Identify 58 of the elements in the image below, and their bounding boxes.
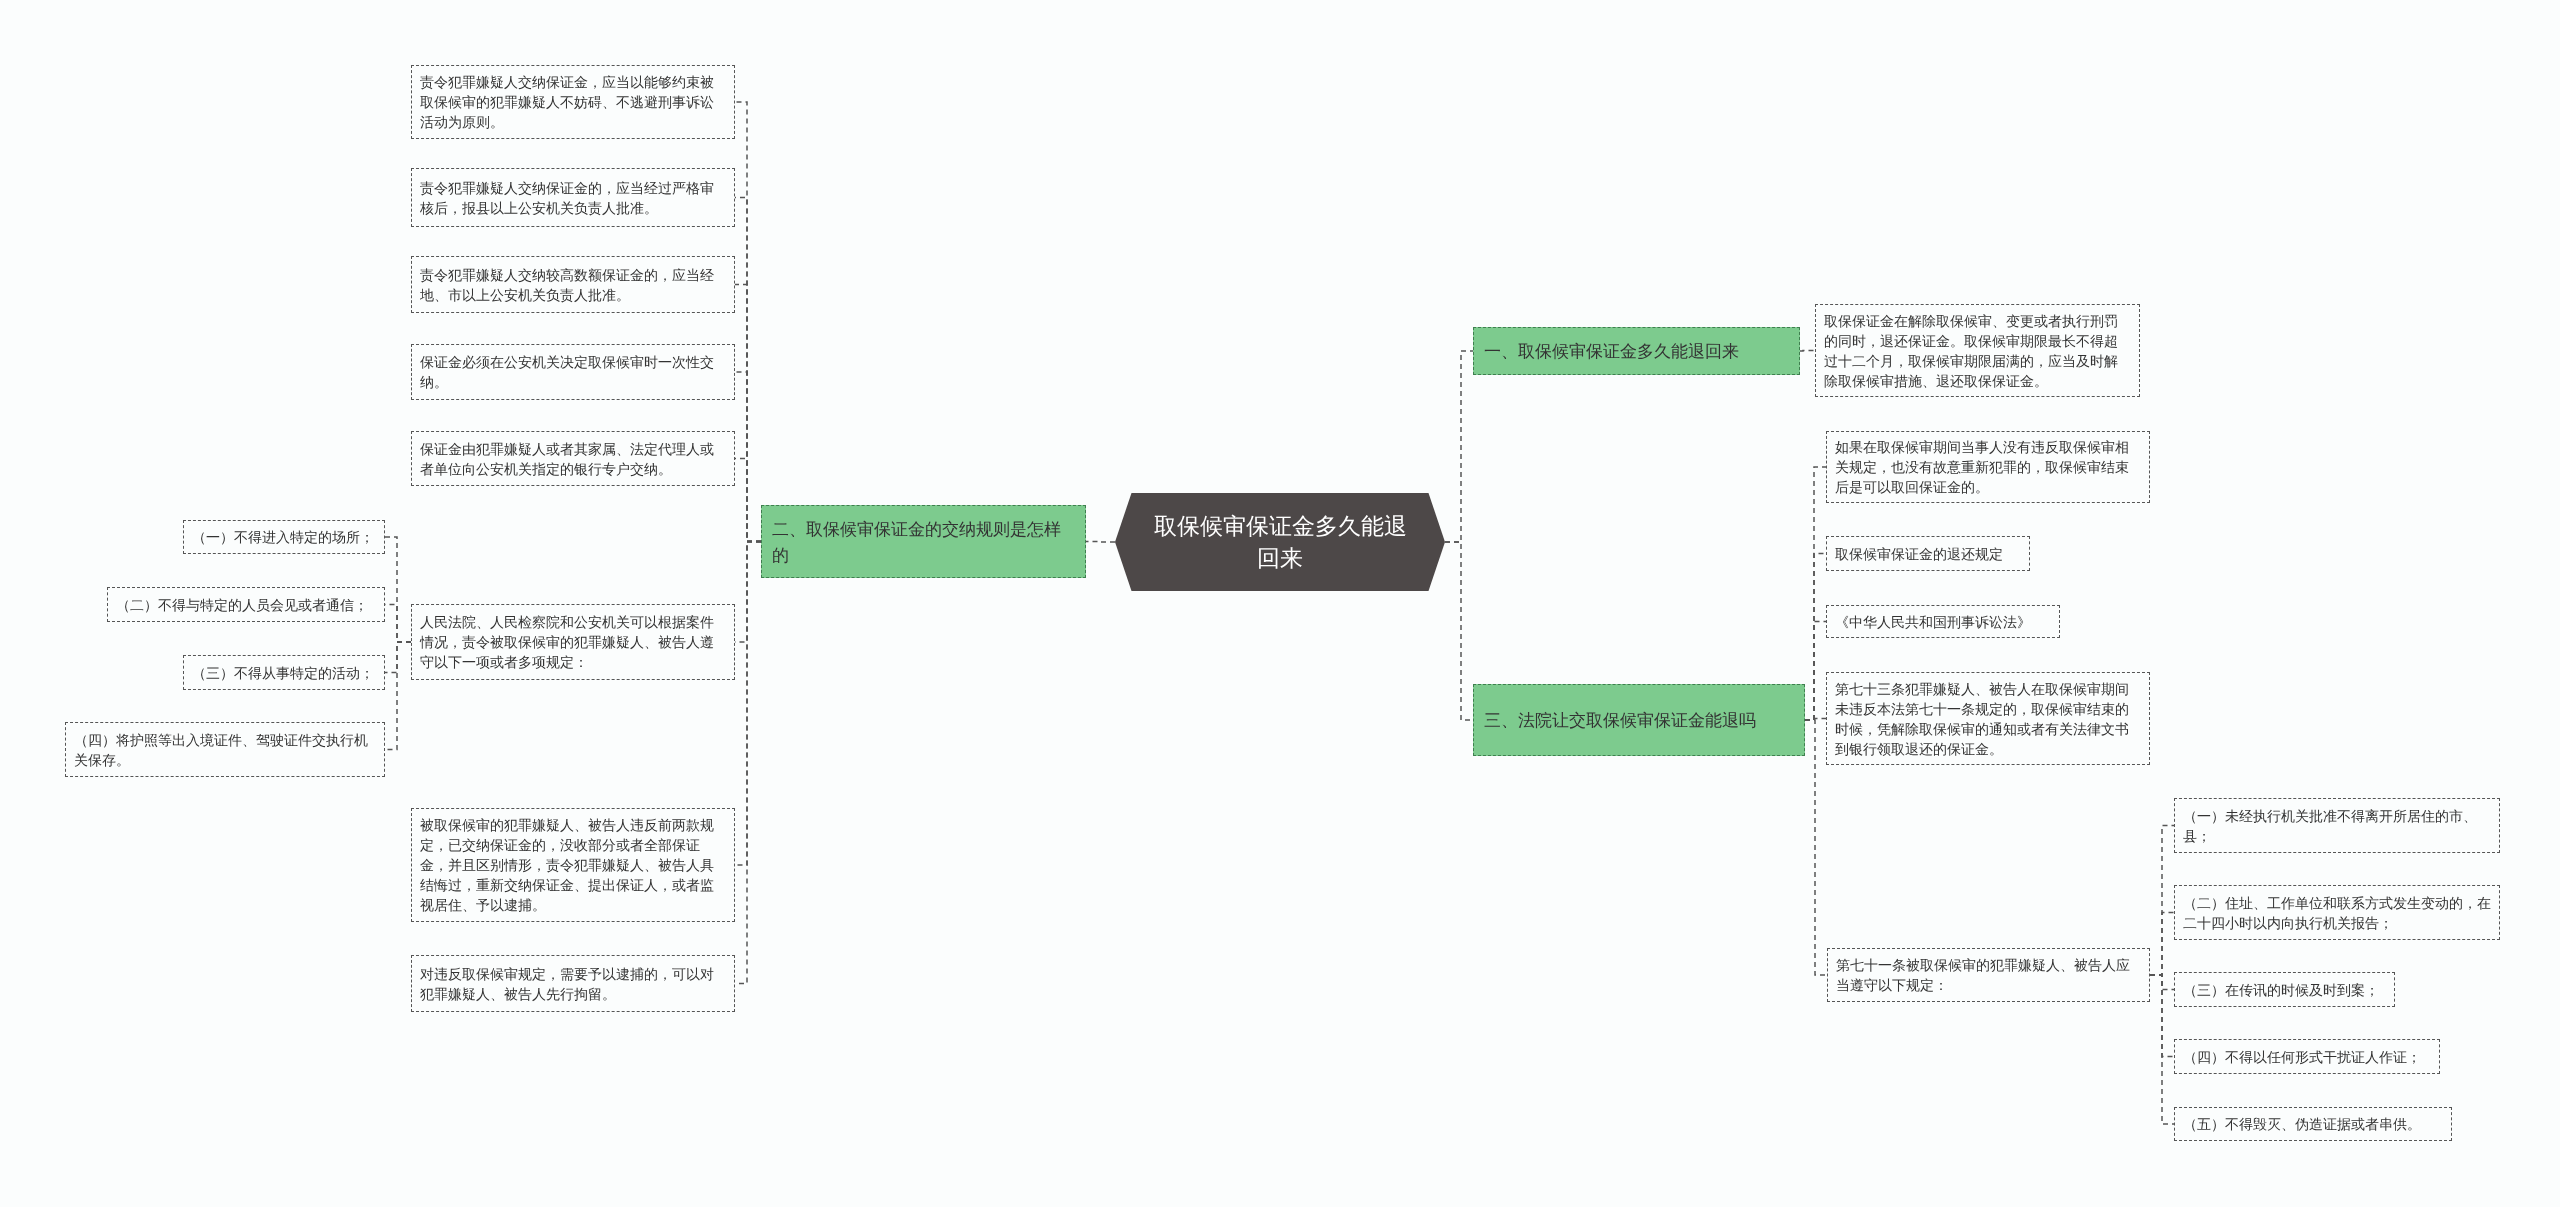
text-box: [411, 168, 735, 227]
node-text: 被取保候审的犯罪嫌疑人、被告人违反前两款规定，已交纳保证金的，没收部分或者全部保证金，并且区别情形，责令犯罪嫌疑人、被告人具结悔过，重新交纳保证金、提出保证人，或者监视居住、予以逮捕。: [420, 816, 715, 915]
text-box: [2174, 972, 2395, 1007]
topic-text: 取保候审保证金多久能退回来: [1152, 512, 1408, 573]
node-text: 取保候审保证金的退还规定: [1835, 544, 2003, 564]
node-text: 人民法院、人民检察院和公安机关可以根据案件情况，责令被取保候审的犯罪嫌疑人、被告人遵守以下一项或者多项规定：: [420, 613, 715, 672]
node-text: （四）不得以任何形式干扰证人作证；: [2183, 1047, 2421, 1067]
text-box: [1815, 304, 2140, 397]
node-text: 责令犯罪嫌疑人交纳保证金，应当以能够约束被取保候审的犯罪嫌疑人不妨碍、不逃避刑事诉讼活动为原则。: [420, 73, 715, 132]
node-text: 三、法院让交取保候审保证金能退吗: [1484, 709, 1756, 732]
node-text: 责令犯罪嫌疑人交纳较高数额保证金的，应当经地、市以上公安机关负责人批准。: [420, 265, 715, 305]
connector-line: [1799, 349, 1816, 352]
text-box: [2174, 885, 2500, 940]
text-box: [2174, 1107, 2452, 1141]
central-topic: [1115, 493, 1445, 591]
node-text: （三）不得从事特定的活动；: [192, 663, 374, 683]
node-text: 责令犯罪嫌疑人交纳保证金的，应当经过严格审核后，报县以上公安机关负责人批准。: [420, 178, 715, 218]
node-text: 二、取保候审保证金的交纳规则是怎样的: [772, 517, 1062, 567]
node-text: 保证金由犯罪嫌疑人或者其家属、法定代理人或者单位向公安机关指定的银行专户交纳。: [420, 439, 715, 479]
text-box: [183, 655, 385, 690]
node-text: 对违反取保候审规定，需要予以逮捕的，可以对犯罪嫌疑人、被告人先行拘留。: [420, 964, 715, 1004]
node-text: （二）不得与特定的人员会见或者通信；: [116, 595, 368, 615]
node-text: 《中华人民共和国刑事诉讼法》: [1835, 612, 2031, 632]
text-box: [411, 65, 735, 139]
node-text: （三）在传讯的时候及时到案；: [2183, 980, 2379, 1000]
connector-line: [2149, 974, 2175, 1125]
text-box: [1826, 605, 2060, 638]
node-text: 一、取保候审保证金多久能退回来: [1484, 340, 1739, 363]
text-box: [411, 604, 735, 680]
text-box: [1826, 672, 2150, 765]
node-text: （二）住址、工作单位和联系方式发生变动的，在二十四小时以内向执行机关报告；: [2183, 893, 2491, 933]
text-box: [65, 722, 385, 777]
topic-box: [761, 505, 1086, 578]
text-box: [107, 587, 385, 622]
node-text: （一）未经执行机关批准不得离开所居住的市、县；: [2183, 806, 2478, 846]
text-box: [411, 955, 735, 1012]
node-text: （五）不得毁灭、伪造证据或者串供。: [2183, 1115, 2421, 1134]
text-box: [1826, 536, 2030, 571]
connector-line: [1804, 719, 1828, 976]
text-box: [1826, 431, 2150, 503]
node-text: （一）不得进入特定的场所；: [192, 528, 374, 547]
text-box: [2174, 798, 2500, 853]
text-box: [411, 431, 735, 486]
text-box: [2174, 1039, 2440, 1074]
connector-line: [1085, 540, 1116, 543]
text-box: [411, 808, 735, 922]
topic-box: [1473, 684, 1805, 756]
node-text: 保证金必须在公安机关决定取保候审时一次性交纳。: [420, 353, 715, 392]
node-text: 第七十三条犯罪嫌疑人、被告人在取保候审期间未违反本法第七十一条规定的，取保候审结束的时候，凭解除取保候审的通知或者有关法律文书到银行领取退还的保证金。: [1835, 679, 2130, 759]
text-box: [183, 520, 385, 554]
node-text: 如果在取保候审期间当事人没有违反取保候审相关规定，也没有故意重新犯罪的，取保候审结束后是可以取回保证金的。: [1835, 438, 2130, 497]
node-text: 取保保证金在解除取保候审、变更或者执行刑罚的同时，退还保证金。取保候审期限最长不得超过十二个月，取保候审期限届满的，应当及时解除取保候审措施、退还取保保证金。: [1824, 311, 2119, 391]
node-text: （四）将护照等出入境证件、驾驶证件交执行机关保存。: [74, 730, 369, 770]
text-box: [411, 256, 735, 313]
topic-box: [1473, 327, 1800, 375]
node-text: 第七十一条被取保候审的犯罪嫌疑人、被告人应当遵守以下规定：: [1836, 956, 2131, 995]
text-box: [1827, 948, 2150, 1002]
text-box: [411, 344, 735, 400]
